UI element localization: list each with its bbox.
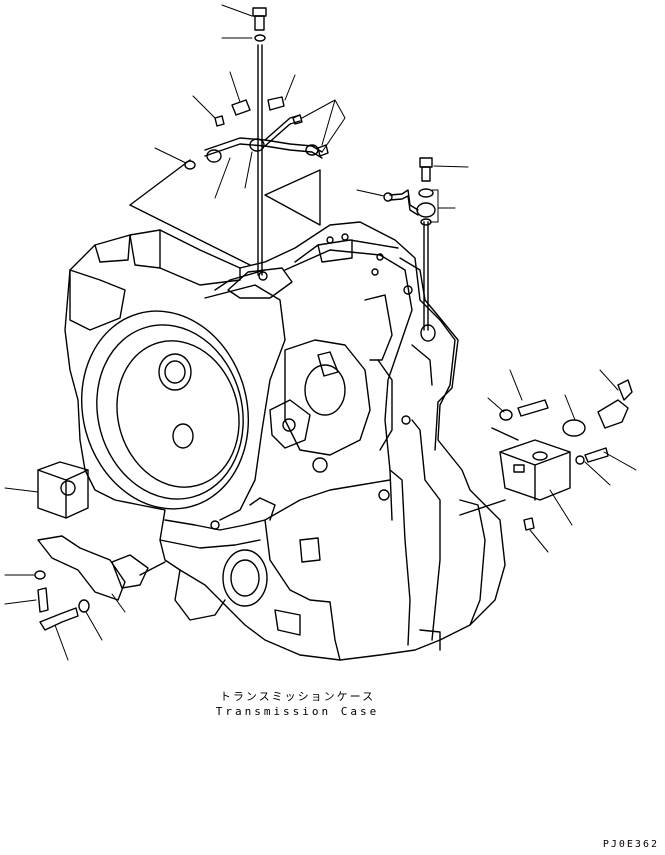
breather-pipe-assembly [129, 7, 329, 276]
drawing-code: PJ0E362 [602, 839, 659, 850]
right-valve-block [459, 379, 633, 531]
right-pipe-assembly [383, 157, 436, 331]
callout-leaders [4, 4, 637, 661]
transmission-case [64, 221, 506, 661]
caption-english: Transmission Case [215, 705, 380, 718]
left-valve-block [34, 461, 166, 631]
caption-japanese: トランスミッションケース [219, 690, 376, 703]
